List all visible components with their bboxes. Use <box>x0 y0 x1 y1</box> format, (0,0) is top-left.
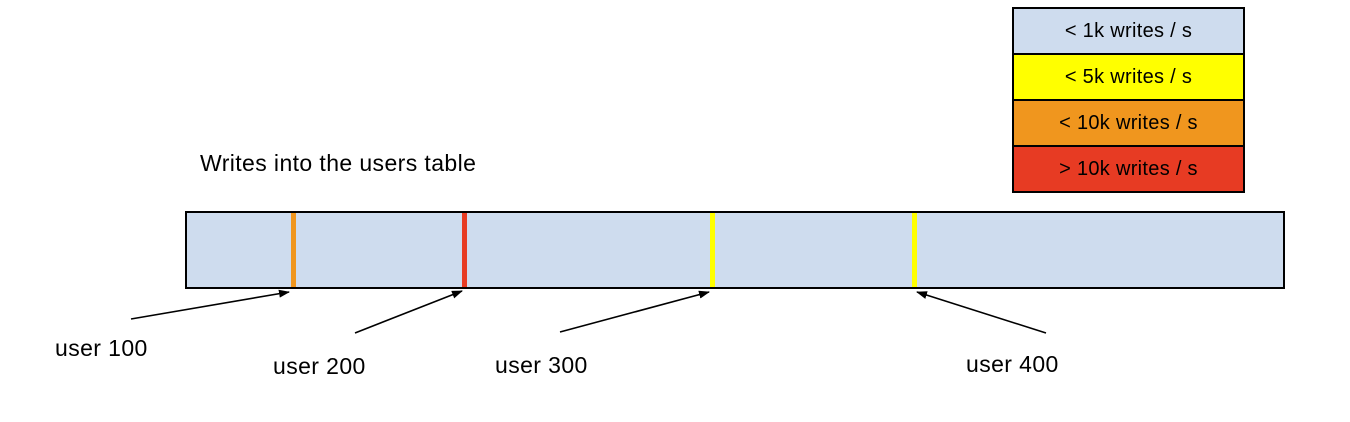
legend-item-over-10k: > 10k writes / s <box>1014 145 1243 191</box>
label-user-400: user 400 <box>966 351 1059 377</box>
legend: < 1k writes / s < 5k writes / s < 10k wr… <box>1012 7 1245 193</box>
write-marker-user-100 <box>291 213 296 287</box>
legend-item-under-10k: < 10k writes / s <box>1014 99 1243 145</box>
arrow-user-300-icon <box>559 290 710 333</box>
label-user-200: user 200 <box>273 353 366 379</box>
legend-item-label: < 10k writes / s <box>1059 111 1198 134</box>
users-table-bar <box>185 211 1285 289</box>
legend-item-under-1k: < 1k writes / s <box>1014 9 1243 53</box>
write-marker-user-200 <box>462 213 467 287</box>
arrow-user-200-icon <box>354 290 463 334</box>
write-marker-user-300 <box>710 213 715 287</box>
label-user-300: user 300 <box>495 352 588 378</box>
legend-item-under-5k: < 5k writes / s <box>1014 53 1243 99</box>
arrow-user-400-icon <box>916 291 1047 334</box>
diagram-title: Writes into the users table <box>200 150 477 176</box>
legend-item-label: < 5k writes / s <box>1064 65 1193 88</box>
label-user-100: user 100 <box>55 335 148 361</box>
write-marker-user-400 <box>912 213 917 287</box>
legend-item-label: > 10k writes / s <box>1059 157 1198 180</box>
legend-item-label: < 1k writes / s <box>1064 19 1193 42</box>
arrow-user-100-icon <box>130 289 290 320</box>
